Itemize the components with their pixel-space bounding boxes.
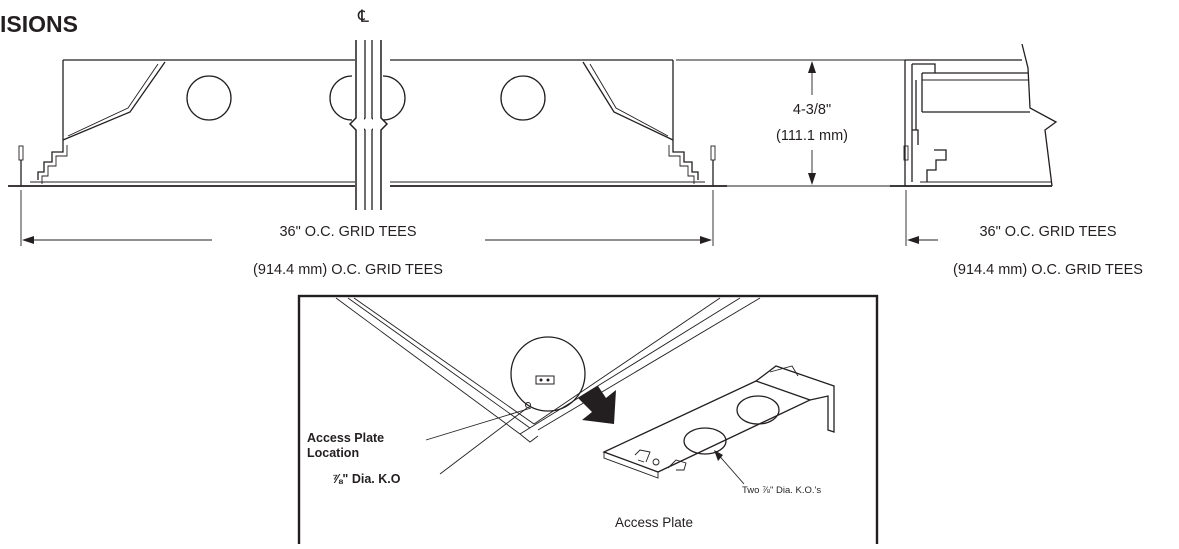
access-plate-tab-left (634, 449, 651, 463)
detail-rail-right-inner2 (537, 297, 761, 431)
detail-rail-left-inner (347, 297, 531, 429)
right-flange-steps (672, 140, 699, 180)
side-upper-break-edge (1021, 43, 1058, 187)
detail-rail-right-outer (519, 297, 741, 435)
leader-knockout (439, 407, 528, 475)
side-width-label: 36" O.C. GRID TEES (979, 224, 1116, 240)
access-plate-bracket (769, 365, 799, 377)
two-knockouts-label: Two ⅞" Dia. K.O.'s (742, 485, 821, 496)
side-width-metric-label: (914.4 mm) O.C. GRID TEES (953, 262, 1143, 278)
access-plate-body (602, 380, 812, 473)
left-end-panel-inner (67, 63, 159, 137)
left-flange-steps-inner (41, 145, 68, 184)
access-plate-edge (603, 452, 659, 479)
right-flange-steps-inner (668, 145, 695, 184)
direction-arrow (578, 386, 616, 424)
right-end-panel-inner (589, 63, 669, 137)
detail-rail-left-outer (335, 297, 521, 435)
access-plate-flange (755, 365, 835, 433)
knockout-circle-left (186, 75, 232, 121)
side-width-dimension (905, 190, 938, 246)
access-plate-hole-small (683, 427, 727, 455)
height-dimension (676, 59, 905, 187)
access-plate-tab-right (667, 459, 687, 471)
knockout-hole-mark (525, 402, 531, 408)
detail-frame (297, 294, 879, 549)
front-view-drawing (8, 59, 727, 187)
section-title: ISIONS (0, 11, 78, 37)
detail-rail-right-inner (533, 297, 721, 425)
height-imperial-label: 4-3/8" (793, 102, 831, 118)
detail-rail-left-inner2 (353, 297, 535, 425)
left-grid-tee-post (18, 145, 24, 161)
knockout-circle-center-right (382, 75, 406, 121)
right-end-panel (582, 61, 674, 141)
front-width-dimension (20, 190, 714, 246)
access-plate-screw (652, 458, 660, 466)
left-end-panel (62, 61, 166, 141)
left-flange-steps (37, 140, 64, 180)
front-width-label: 36" O.C. GRID TEES (279, 224, 416, 240)
side-view-drawing (890, 43, 1058, 187)
side-bracket (904, 60, 936, 186)
access-plate-hole-large (736, 395, 780, 425)
plate-location-mark (535, 375, 555, 385)
centerline-symbol: ℄ (357, 7, 369, 27)
side-grid-tee-post (903, 145, 909, 161)
access-plate-location-label-line1: Access Plate (307, 431, 384, 445)
detail-rail-bottom (519, 433, 539, 443)
knockout-label: ⅞" Dia. K.O (332, 472, 401, 486)
side-flange-steps (912, 129, 947, 182)
knockout-circle-center-left (329, 75, 353, 121)
front-width-metric-label: (914.4 mm) O.C. GRID TEES (253, 262, 443, 278)
access-plate-label: Access Plate (615, 515, 693, 530)
access-plate-detail (297, 294, 879, 549)
centerline-break (349, 40, 388, 210)
right-grid-tee-post (710, 145, 716, 161)
height-metric-label: (111.1 mm) (776, 128, 848, 144)
leader-plate-location (425, 407, 532, 441)
access-plate-location-label-line2: Location (307, 446, 359, 460)
magnify-circle (510, 336, 586, 412)
knockout-circle-right (500, 75, 546, 121)
